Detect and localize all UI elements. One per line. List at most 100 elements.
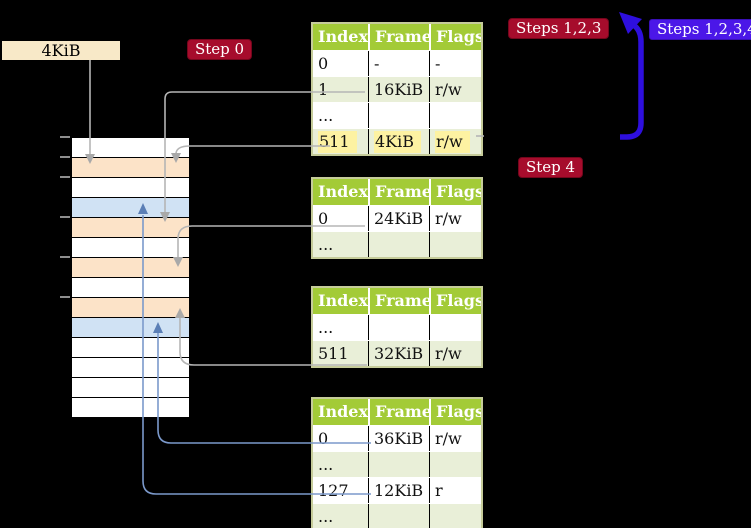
memory-frame-row [72,258,189,278]
memory-frame-row [72,178,189,198]
badge-steps-1-2-3: Steps 1,2,3 [508,18,610,39]
table-cell: 32KiB [368,341,429,366]
table-header-cell: Frame [368,288,429,314]
table-row: ... [313,231,481,257]
table-cell [429,504,481,528]
table-cell: r [429,478,481,503]
memory-tick [60,136,70,138]
highlight-mark: r/w [435,131,470,153]
table-header-cell: Flags [429,179,481,205]
table-row: ... [313,314,481,340]
highlight-mark: 4KiB [374,131,422,153]
table-header-cell: Index [318,402,368,421]
arrowhead-up-left-icon [619,12,642,34]
memory-frame-row [72,158,189,178]
memory-frame-row [72,238,189,258]
table-header-cell: Frame [368,24,429,50]
table-header-cell: Flags [429,24,481,50]
table-cell: 16KiB [368,77,429,102]
table-cell [429,103,481,128]
table-header-cell: Frame [368,399,429,425]
table-cell: 36KiB [368,426,429,451]
table-cell: - [368,51,429,76]
table-cell: 511 [318,344,349,363]
badge-step-0: Step 0 [187,39,253,60]
table-cell: 1 [318,80,329,99]
connector-t1-row511-to-frame-4kib [175,145,330,155]
table-cell: 0 [318,209,329,228]
table-cell: r/w [429,426,481,451]
table-cell: 24KiB [368,206,429,231]
table-cell: r/w [429,341,481,366]
table-cell: 127 [318,481,349,500]
memory-frame-row [72,198,189,218]
table-row: ... [313,102,481,128]
memory-frame-row [72,278,189,298]
table-header-cell: Frame [368,179,429,205]
table-cell: ... [318,507,334,526]
memory-frame-row [72,378,189,398]
table-cell: ... [318,455,334,474]
table-row: 511 4KiB r/w [313,128,481,154]
table-cell: 0 [318,54,329,73]
table-cell: 12KiB [368,478,429,503]
table-cell: 4KiB [368,129,429,154]
table-cell: ... [318,318,334,337]
table-header-cell: Index [318,27,368,46]
memory-tick [60,256,70,258]
badge-steps-1-2-3-4: Steps 1,2,3,4 [649,19,751,40]
table-row: ... [313,451,481,477]
table-row: ... [313,503,481,528]
memory-tick [60,156,70,158]
memory-tick [60,176,70,178]
memory-frame-row [72,358,189,378]
memory-frame-row [72,218,189,238]
table-cell [368,504,429,528]
steps-loop-arrow [620,21,644,140]
table-cell [368,452,429,477]
table-header-cell: Index [318,182,368,201]
table-cell [368,232,429,257]
table-cell: - [429,51,481,76]
table-cell [368,315,429,340]
physical-memory-strip [71,137,190,418]
table-cell: 0 [318,429,329,448]
memory-frame-row [72,338,189,358]
table-cell: r/w [429,77,481,102]
table-cell [429,315,481,340]
table-cell [368,103,429,128]
table-cell: r/w [429,129,481,154]
table-cell: 511 [313,129,368,154]
table-row: 0 -- [313,50,481,76]
memory-frame-row [72,398,189,417]
table-header-cell: Flags [429,399,481,425]
memory-tick [60,216,70,218]
frame-size-label: 4KiB [2,41,120,60]
table-cell: r/w [429,206,481,231]
badge-step-4: Step 4 [518,157,584,178]
table-header-cell: Flags [429,288,481,314]
table-cell [429,452,481,477]
memory-frame-row [72,138,189,158]
table-cell: ... [318,106,334,125]
table-header-cell: Index [318,291,368,310]
highlight-mark: 511 [318,131,357,153]
memory-frame-row [72,298,189,318]
memory-tick [60,296,70,298]
memory-frame-row [72,318,189,338]
table-cell [429,232,481,257]
